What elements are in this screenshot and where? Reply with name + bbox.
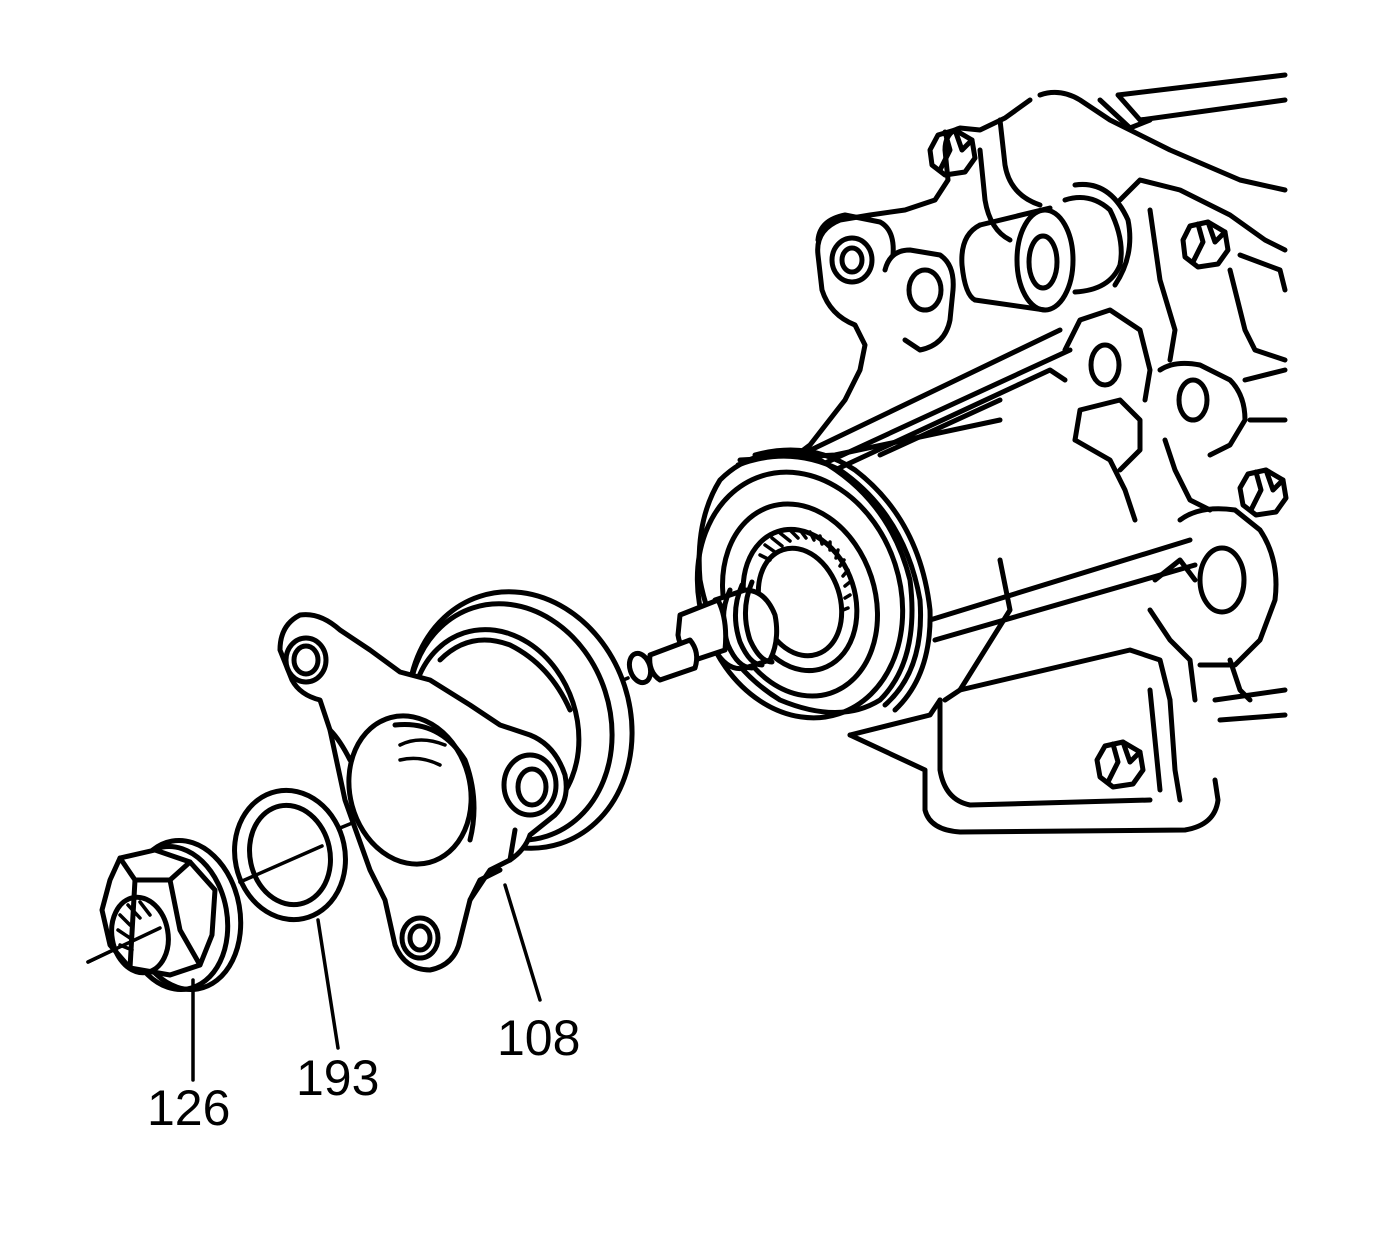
housing-assembly: [737, 72, 1289, 835]
callout-108: 108: [497, 1010, 580, 1066]
bushing: [959, 181, 1133, 313]
leader-108: [503, 883, 542, 1002]
flange-housing-108: [277, 589, 635, 973]
washer-193: [232, 787, 348, 923]
bolt-right-lower: [1237, 467, 1289, 518]
callout-126: 126: [147, 1080, 230, 1136]
leader-lines: [191, 883, 542, 1082]
bolt-right-upper: [1180, 219, 1231, 270]
callout-193: 193: [296, 1050, 379, 1106]
flanged-nut-126: [86, 838, 244, 992]
bolt-bottom: [1094, 739, 1146, 790]
output-shaft: [626, 526, 860, 686]
bolt-top: [927, 127, 978, 178]
leader-193: [316, 918, 340, 1050]
